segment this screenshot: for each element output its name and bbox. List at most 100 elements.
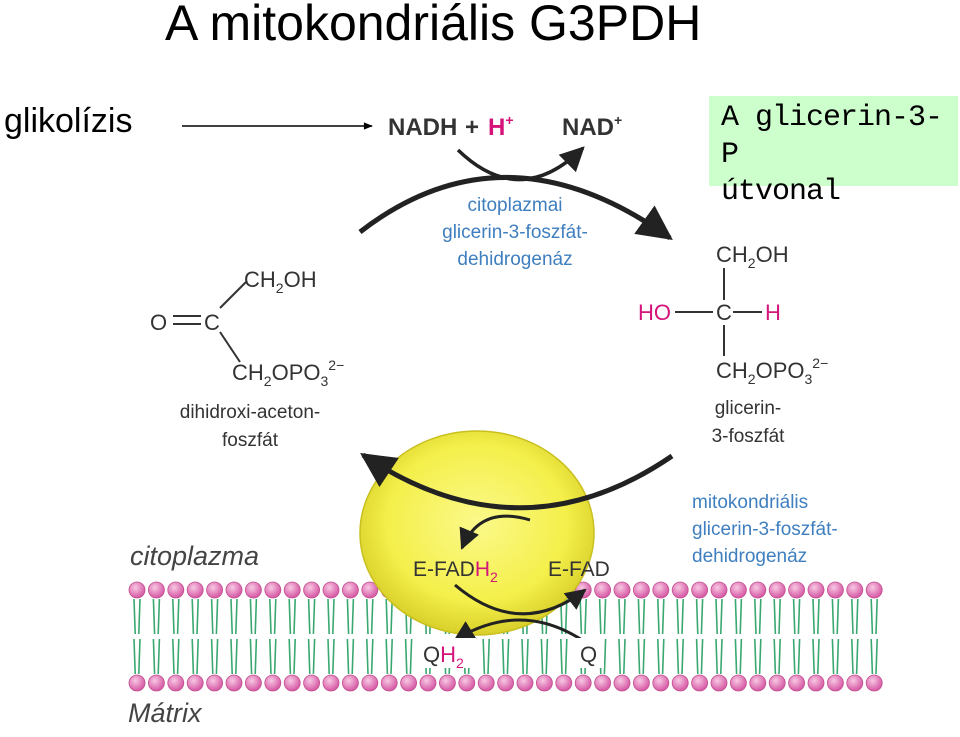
lipid-tail bbox=[642, 598, 646, 635]
fad-reduction-arrow bbox=[459, 514, 531, 550]
quinone-label-bg bbox=[420, 638, 604, 668]
lipid-tail bbox=[564, 638, 568, 675]
lipid-head bbox=[613, 581, 631, 599]
lipid-tail bbox=[564, 598, 568, 635]
lipid-head bbox=[536, 674, 553, 692]
svg-text:CH2OH: CH2OH bbox=[244, 267, 317, 296]
lipid-head bbox=[438, 674, 456, 692]
lipid-head bbox=[322, 674, 340, 692]
lipid-head bbox=[206, 581, 224, 599]
lipid-tail bbox=[157, 638, 161, 675]
lipid-head bbox=[827, 581, 844, 599]
svg-text:glicerin-3-foszfát-: glicerin-3-foszfát- bbox=[442, 222, 588, 243]
lipid-tail bbox=[293, 638, 296, 675]
lipid-tail bbox=[657, 598, 660, 635]
lipid-head bbox=[283, 581, 301, 599]
lipid-head bbox=[458, 674, 476, 692]
svg-text:3-foszfát: 3-foszfát bbox=[712, 426, 786, 447]
lipid-tail bbox=[273, 638, 277, 675]
lipid-head bbox=[264, 581, 282, 599]
lipid-head bbox=[419, 674, 437, 692]
lipid-head bbox=[361, 674, 379, 692]
lipid-tail bbox=[836, 638, 840, 675]
lipid-head bbox=[283, 674, 301, 692]
lipid-head bbox=[768, 674, 786, 692]
svg-text:glicerin-3-foszfát-: glicerin-3-foszfát- bbox=[692, 519, 838, 540]
lipid-tail bbox=[584, 598, 587, 635]
lipid-head bbox=[303, 674, 321, 692]
lipid-tail bbox=[797, 638, 801, 675]
lipid-head bbox=[633, 674, 650, 692]
lipid-head bbox=[652, 581, 670, 599]
lipid-tail bbox=[618, 598, 621, 635]
lipid-head bbox=[516, 674, 534, 692]
lipid-tail bbox=[273, 598, 277, 635]
lipid-tail bbox=[695, 598, 699, 635]
lipid-tail bbox=[191, 598, 195, 635]
lipid-tail bbox=[521, 638, 524, 675]
lipid-tail bbox=[370, 598, 374, 635]
lipid-head bbox=[613, 674, 631, 692]
lipid-tail bbox=[196, 638, 199, 675]
lipid-tail bbox=[778, 598, 781, 635]
svg-text:dihidroxi-aceton-: dihidroxi-aceton- bbox=[180, 402, 320, 423]
lipid-tail bbox=[637, 638, 641, 675]
pathway-box-line1: A glicerin-3-P bbox=[721, 101, 943, 172]
lipid-tail bbox=[676, 598, 680, 635]
svg-text:citoplazmai: citoplazmai bbox=[467, 195, 562, 216]
lipid-head bbox=[186, 674, 204, 692]
lipid-head bbox=[691, 581, 708, 599]
lipid-head bbox=[594, 674, 611, 692]
lipid-tail bbox=[487, 638, 490, 675]
lipid-tail bbox=[870, 598, 874, 635]
lipid-head bbox=[788, 674, 805, 692]
lipid-tail bbox=[875, 638, 878, 675]
lipid-head bbox=[147, 581, 165, 599]
lipid-head bbox=[186, 581, 204, 599]
lipid-tail bbox=[235, 638, 238, 675]
lipid-tail bbox=[138, 638, 141, 675]
g3p-bonds bbox=[675, 268, 762, 356]
svg-text:O: O bbox=[150, 310, 167, 335]
lipid-tail bbox=[758, 638, 762, 675]
lipid-tail bbox=[657, 638, 660, 675]
lipid-tail bbox=[172, 638, 175, 675]
lipid-tail bbox=[157, 598, 161, 635]
lipid-head bbox=[341, 674, 359, 692]
lipid-head bbox=[807, 581, 825, 599]
lipid-tail bbox=[235, 598, 238, 635]
lipid-tail bbox=[332, 638, 335, 675]
lipid-tail bbox=[176, 598, 180, 635]
lipid-tail bbox=[307, 598, 311, 635]
lipid-tail bbox=[249, 598, 253, 635]
lipid-tail bbox=[370, 638, 374, 675]
lipid-tail bbox=[307, 638, 311, 675]
lipid-tail bbox=[152, 638, 156, 675]
lipid-tail bbox=[734, 598, 738, 635]
lipid-head bbox=[167, 674, 185, 692]
svg-text:dehidrogenáz: dehidrogenáz bbox=[692, 546, 807, 567]
lipid-head bbox=[730, 674, 747, 692]
lipid-tail bbox=[875, 598, 878, 635]
lipid-tail bbox=[773, 638, 777, 675]
lipid-tail bbox=[817, 638, 820, 675]
lipid-tail bbox=[482, 638, 486, 675]
lipid-head bbox=[710, 581, 728, 599]
lipid-head bbox=[865, 581, 883, 599]
lipid-head bbox=[497, 674, 515, 692]
lipid-tail bbox=[254, 598, 258, 635]
lipid-tail bbox=[681, 638, 684, 675]
lipid-tail bbox=[637, 598, 641, 635]
lipid-head bbox=[710, 674, 728, 692]
lipid-head bbox=[749, 581, 767, 599]
lipid-tail bbox=[778, 638, 781, 675]
lipid-head bbox=[749, 674, 767, 692]
lipid-tail bbox=[715, 638, 718, 675]
matrix-label: Mátrix bbox=[128, 698, 203, 728]
lipid-tail bbox=[579, 598, 583, 635]
lipid-head bbox=[167, 581, 185, 599]
lipid-head bbox=[225, 674, 243, 692]
pathway-box: A glicerin-3-P útvonal bbox=[709, 96, 958, 209]
lipid-head bbox=[303, 581, 321, 599]
